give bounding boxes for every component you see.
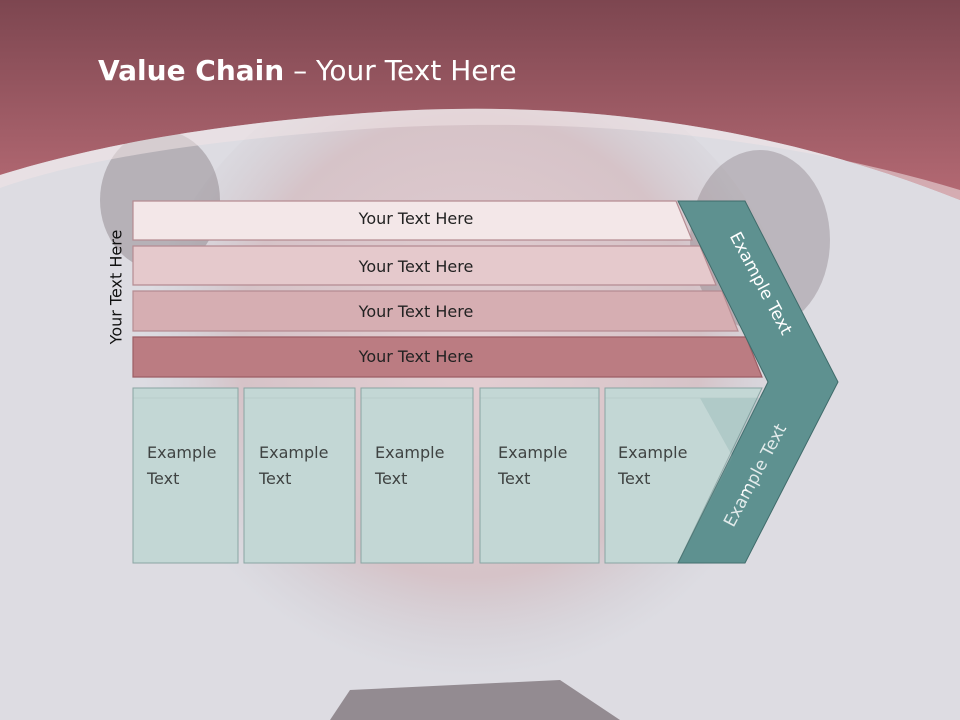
- bar-2: Your Text Here: [132, 245, 717, 286]
- bar-1: Your Text Here: [132, 200, 693, 241]
- box-5-line2: Text: [617, 469, 650, 488]
- box-1-line1: Example: [147, 443, 216, 462]
- bar-1-label: Your Text Here: [358, 209, 474, 228]
- box-4-shape: [479, 387, 600, 564]
- box-2-line1: Example: [259, 443, 328, 462]
- bar-4-shape: [132, 336, 763, 378]
- box-1-shape: [132, 387, 239, 564]
- bar-2-shape: [132, 245, 717, 286]
- box-1: Example Text: [132, 387, 239, 564]
- box-2-line2: Text: [258, 469, 291, 488]
- box-3: Example Text: [360, 387, 474, 564]
- box-3-line1: Example: [375, 443, 444, 462]
- box-4: Example Text: [479, 387, 600, 564]
- bar-3-label: Your Text Here: [358, 302, 474, 321]
- bar-3: Your Text Here: [132, 290, 739, 332]
- slide-title: Value Chain – Your Text Here: [98, 54, 517, 87]
- title-rest: – Your Text Here: [284, 54, 517, 87]
- box-4-line2: Text: [497, 469, 530, 488]
- bar-3-shape: [132, 290, 739, 332]
- box-4-line1: Example: [498, 443, 567, 462]
- box-3-line2: Text: [374, 469, 407, 488]
- chevron-shape: [677, 200, 839, 564]
- bar-1-shape: [132, 200, 693, 241]
- diagram-reflection: [132, 397, 800, 564]
- title-bold: Value Chain: [98, 54, 285, 87]
- box-2-shape: [243, 387, 356, 564]
- bar-4-label: Your Text Here: [358, 347, 474, 366]
- box-5-line1: Example: [618, 443, 687, 462]
- box-1-line2: Text: [146, 469, 179, 488]
- bar-2-label: Your Text Here: [358, 257, 474, 276]
- box-3-shape: [360, 387, 474, 564]
- box-2: Example Text: [243, 387, 356, 564]
- bar-4: Your Text Here: [132, 336, 763, 378]
